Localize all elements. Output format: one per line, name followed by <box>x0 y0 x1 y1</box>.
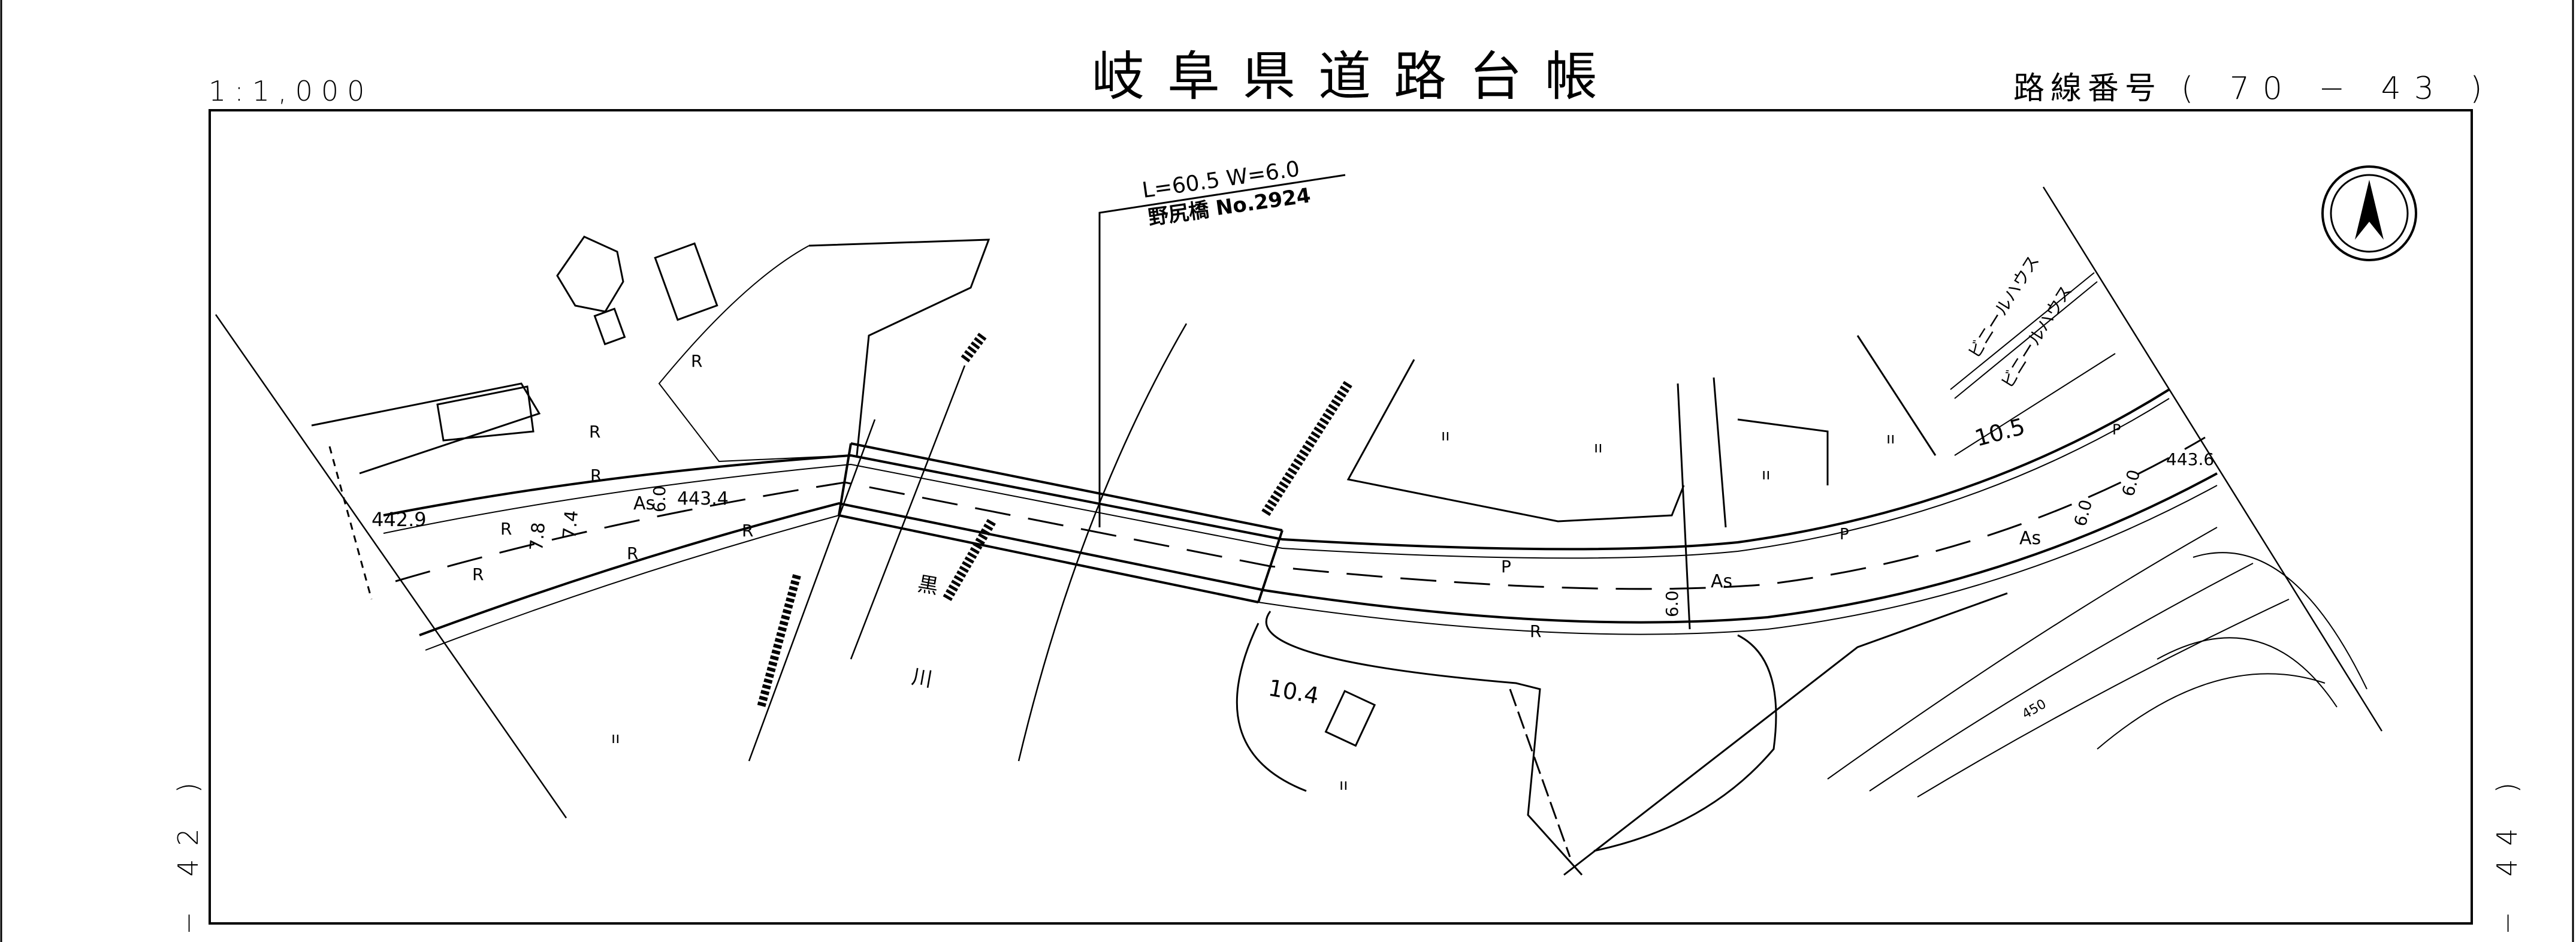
river-name: 川 <box>910 665 934 692</box>
buildings <box>311 236 718 600</box>
pavement-label: P <box>1501 557 1511 576</box>
surface-label: As <box>633 493 655 514</box>
contour-lines <box>1827 527 2367 798</box>
curb-label: R <box>1530 621 1541 641</box>
page-title: 岐阜県道路台帳 <box>1092 46 1620 107</box>
field-mark: ıı <box>1594 439 1602 457</box>
adjacent-sheet-right[interactable]: − 44 ) <box>2491 769 2523 935</box>
pavement-label: P <box>2112 421 2121 438</box>
bridge <box>838 442 1284 603</box>
route-label: 路線番号 <box>2013 71 2162 107</box>
lane-width-label: 6.0 <box>2118 467 2144 499</box>
field-mark: ıı <box>1762 466 1770 484</box>
bridge-callout: L=60.5 W=6.0 野尻橋 No.2924 <box>1098 156 1346 527</box>
width-label: 7.8 <box>526 521 549 552</box>
curb-label: R <box>500 519 512 539</box>
width-label: 7.4 <box>559 509 582 540</box>
north-arrow-icon <box>2321 165 2417 261</box>
curb-label: R <box>627 544 638 563</box>
contour-label: 450 <box>2020 697 2049 723</box>
pavement-label: P <box>1840 526 1849 544</box>
adjacent-sheet-left[interactable]: − 42 ) <box>172 769 204 935</box>
field-mark: ıı <box>1441 427 1449 445</box>
map-frame <box>209 109 2473 925</box>
side-roads <box>658 238 2008 876</box>
elevation-label: 442.9 <box>372 508 427 531</box>
surface-label: As <box>1711 571 1732 592</box>
width-label: 10.4 <box>1266 675 1321 709</box>
curb-label: R <box>691 351 702 371</box>
main-road <box>383 388 2218 651</box>
lane-width-label: 6.0 <box>1662 590 1682 617</box>
river-name: 黒 <box>916 572 940 599</box>
curb-label: R <box>589 422 600 442</box>
greenhouse-outlines <box>1950 272 2116 456</box>
surface-label: As <box>2019 528 2041 549</box>
elevation-label: 443.6 <box>2166 449 2214 469</box>
elevation-label: 443.4 <box>677 488 729 509</box>
survey-boundaries <box>215 186 2383 819</box>
route-number: ( 70 − 43 ) <box>2181 71 2496 107</box>
curb-label: R <box>590 466 602 485</box>
lane-width-label: 6.0 <box>650 485 669 512</box>
river <box>748 323 1352 762</box>
field-mark: ıı <box>611 729 620 747</box>
map-labels: 442.9 443.4 443.6 10.5 10.4 7.8 7.4 6.0 … <box>372 252 2214 794</box>
field-mark: ıı <box>1886 430 1895 448</box>
scale-label: 1:1,000 <box>209 75 373 107</box>
curb-label: R <box>472 564 484 584</box>
curb-label: R <box>742 521 753 541</box>
width-label: 10.5 <box>1972 413 2028 451</box>
field-mark: ıı <box>1339 776 1348 794</box>
lane-width-label: 6.0 <box>2070 497 2096 529</box>
